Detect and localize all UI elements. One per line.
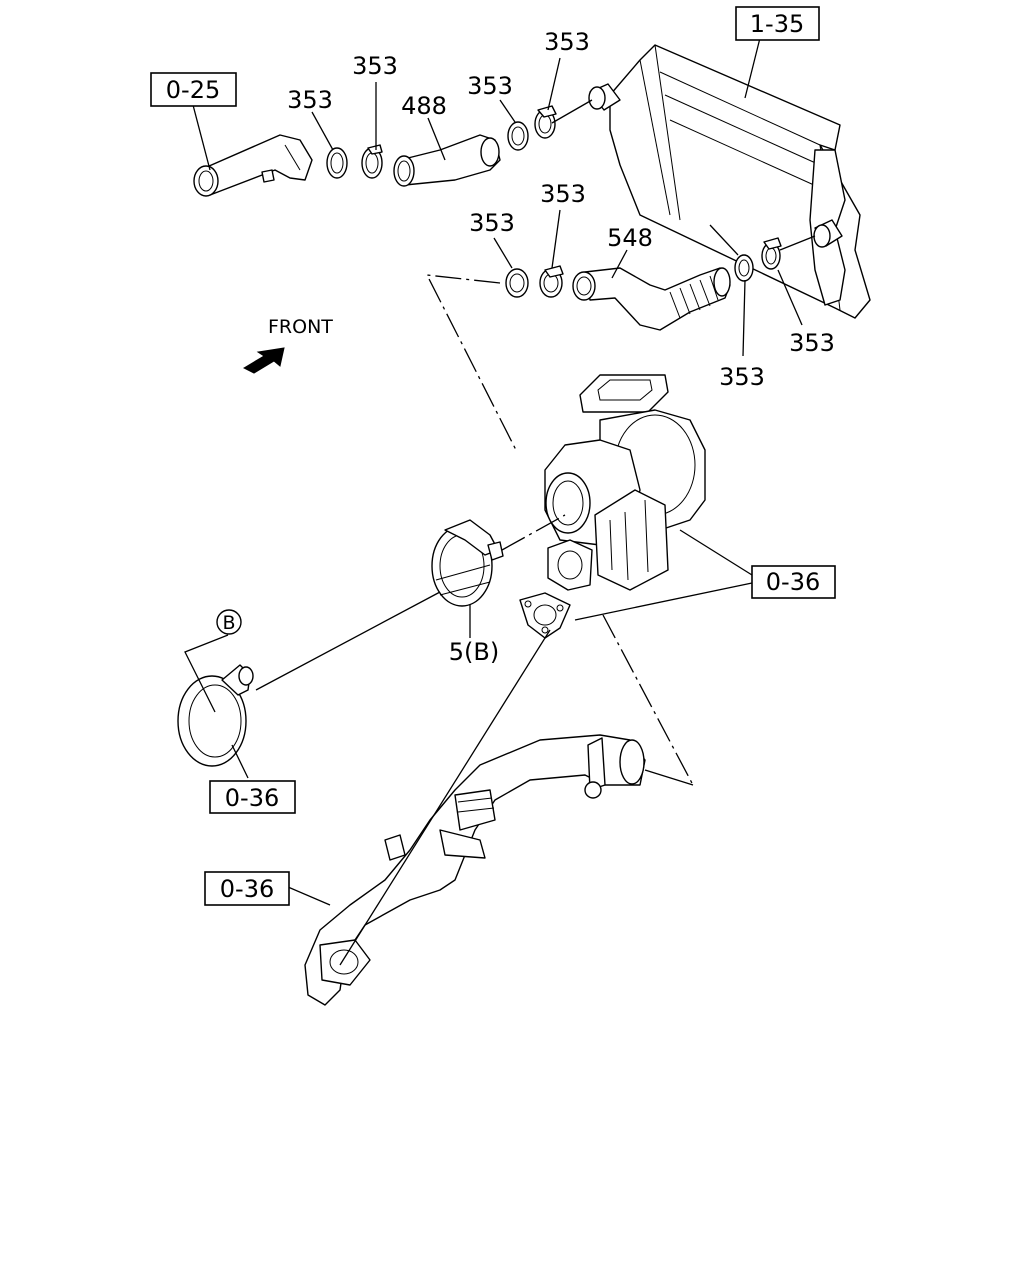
compressor-outlet-elbow xyxy=(177,664,254,767)
ref-label-0-36-bottom: 0-36 xyxy=(220,875,274,903)
gasket xyxy=(519,592,571,639)
part-label-353-h: 353 xyxy=(789,329,835,357)
ref-box-0-36-bottom: 0-36 xyxy=(204,871,290,906)
part-label-353-d: 353 xyxy=(544,28,590,56)
clamp-353-a xyxy=(326,147,348,179)
circle-b-callout: B xyxy=(216,609,242,635)
ref-label-0-25: 0-25 xyxy=(166,76,220,104)
clamp-353-b xyxy=(361,144,383,179)
part-label-353-g: 353 xyxy=(719,363,765,391)
ref-box-1-35: 1-35 xyxy=(735,6,820,41)
vband-clamp-5b xyxy=(431,519,504,607)
upper-air-pipe xyxy=(193,134,313,197)
part-label-353-f: 353 xyxy=(540,180,586,208)
clamp-353-g xyxy=(734,254,754,282)
part-label-5b: 5(B) xyxy=(449,638,499,666)
part-label-353-e: 353 xyxy=(469,209,515,237)
ref-box-0-36-left: 0-36 xyxy=(209,780,296,814)
ref-label-0-36-left: 0-36 xyxy=(225,784,279,812)
clamp-353-h xyxy=(761,237,782,270)
part-label-488: 488 xyxy=(401,92,447,120)
turbocharger xyxy=(544,374,706,591)
ref-box-0-36-right: 0-36 xyxy=(751,565,836,599)
hose-488 xyxy=(393,134,501,187)
circle-b-label: B xyxy=(222,612,235,634)
ref-box-0-25: 0-25 xyxy=(150,72,237,107)
part-label-353-b: 353 xyxy=(352,52,398,80)
hose-548 xyxy=(572,267,731,331)
clamp-353-c xyxy=(507,121,529,151)
clamp-353-f xyxy=(539,265,564,298)
exhaust-pipe xyxy=(304,734,646,1006)
front-label: FRONT xyxy=(268,316,333,338)
ref-label-0-36-right: 0-36 xyxy=(766,568,820,596)
clamp-353-e xyxy=(505,268,529,298)
leader-lines xyxy=(184,37,816,966)
ref-label-1-35: 1-35 xyxy=(750,10,804,38)
intercooler xyxy=(588,44,871,319)
part-label-548: 548 xyxy=(607,224,653,252)
part-label-353-c: 353 xyxy=(467,72,513,100)
front-arrow-icon xyxy=(242,347,285,374)
part-label-353-a: 353 xyxy=(287,86,333,114)
clamp-353-d xyxy=(534,105,557,139)
